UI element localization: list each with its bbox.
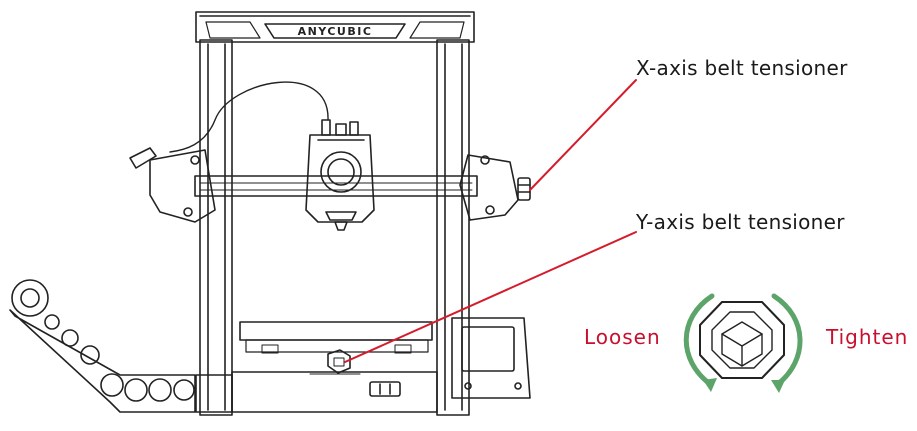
spool-holder — [9, 279, 233, 413]
cable-connector — [129, 147, 157, 169]
x-axis-leader-line — [529, 79, 637, 191]
display-module — [451, 317, 531, 399]
printer-frame — [195, 11, 475, 416]
tighten-label: Tighten — [826, 325, 909, 349]
brand-logo-text: ANYCUBIC — [298, 25, 373, 38]
x-axis-tensioner-label: X-axis belt tensioner — [636, 56, 848, 80]
rotate-arrow-heads — [703, 378, 785, 393]
loosen-label: Loosen — [584, 325, 661, 349]
hex-knob-icon — [699, 301, 785, 379]
y-axis-tensioner-label: Y-axis belt tensioner — [636, 210, 845, 234]
filament-cable — [169, 81, 329, 153]
print-head — [305, 119, 375, 231]
rotate-arrow-icon — [683, 293, 803, 387]
y-axis-leader-line — [344, 231, 637, 363]
